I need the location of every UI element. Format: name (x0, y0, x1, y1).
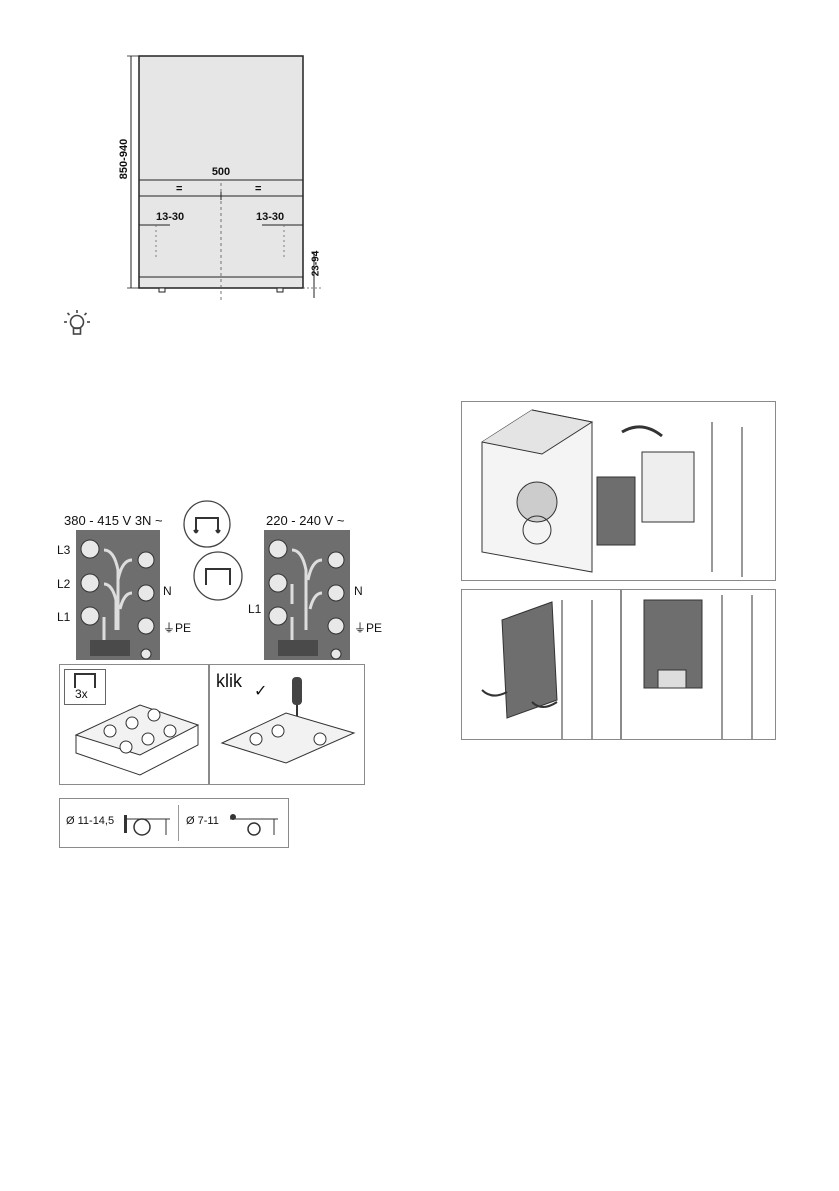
checkmark-icon: ✓ (254, 683, 268, 700)
three-phase-voltage-label: 380 - 415 V 3N ~ (64, 513, 163, 528)
click-label: klik (216, 671, 242, 691)
terminal-label-right-n: N (354, 584, 363, 598)
cover-attach-step-two (621, 589, 776, 740)
offset-right-label: 13-30 (256, 211, 285, 223)
terminal-label-n: N (163, 584, 172, 598)
screw-tighten-panel: klik ✓ (209, 664, 365, 785)
terminal-label-right-pe: ⏚PE (354, 621, 383, 635)
screwdriver-icon (220, 677, 356, 764)
terminal-block-three-phase (76, 530, 160, 660)
divider (178, 805, 179, 841)
single-phase-voltage-label: 220 - 240 V ~ (266, 513, 345, 528)
ground-icon: ⏚ (163, 621, 176, 635)
terminal-label-l3: L3 (57, 543, 71, 557)
terminal-block-perspective-drawing (74, 704, 200, 776)
terminal-label-pe: ⏚PE (163, 621, 192, 635)
terminal-label-right-l1: L1 (248, 602, 262, 616)
bridge-install-panel: 3x (59, 664, 209, 785)
dimension-diagram: 850-940 500 = = 13-30 13-30 23-94 (110, 48, 330, 308)
bridge-count-label: 3x (75, 687, 88, 701)
plinth-range-label: 23-94 (310, 250, 322, 277)
cable-small-label: Ø 7-11 (186, 815, 219, 827)
cable-clamp-panel: Ø 11-14,5 Ø 7-11 (59, 798, 289, 848)
terminal-block-single-phase (264, 530, 350, 660)
lightbulb-tip-icon (60, 308, 94, 342)
height-range-label: 850-940 (118, 138, 130, 180)
cable-large-label: Ø 11-14,5 (66, 815, 115, 827)
bridge-count-box: 3x (64, 669, 106, 705)
bridge-connector-icon (74, 673, 96, 688)
equal-left-label: = (176, 183, 183, 195)
cover-attach-step-one (461, 589, 621, 740)
offset-left-label: 13-30 (156, 211, 185, 223)
rear-cover-removal-illustration (461, 401, 776, 581)
equal-right-label: = (255, 183, 262, 195)
bridge-callout-top (182, 499, 232, 549)
width-label: 500 (211, 166, 231, 178)
ground-icon: ⏚ (354, 621, 367, 635)
clamp-icon (230, 814, 278, 836)
bridge-callout-middle (192, 550, 244, 602)
bridge-connector-icon (193, 517, 221, 534)
terminal-label-l2: L2 (57, 577, 71, 591)
cabinet-outline-drawing (127, 55, 322, 303)
clamp-icon (124, 815, 170, 836)
terminal-label-l1: L1 (57, 610, 71, 624)
